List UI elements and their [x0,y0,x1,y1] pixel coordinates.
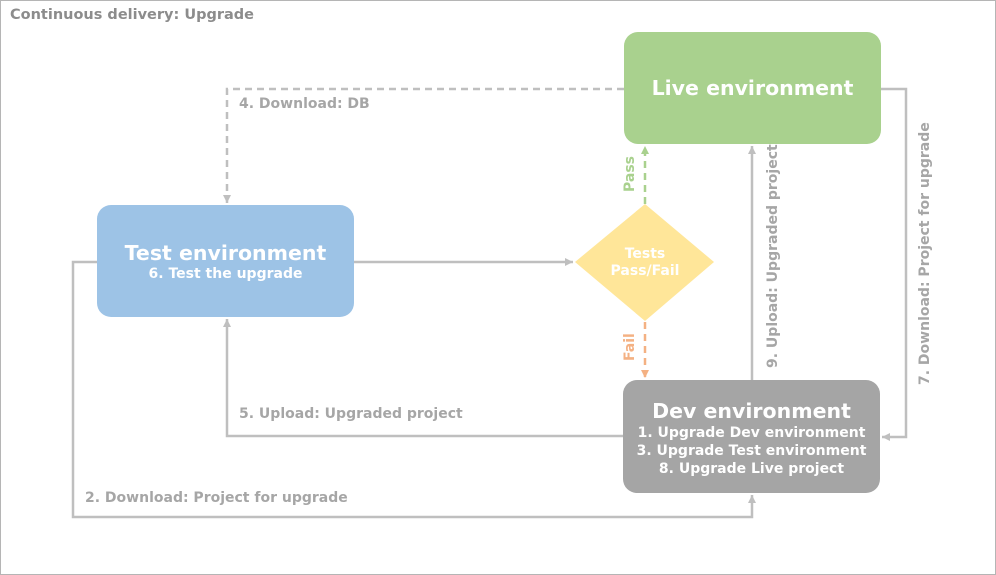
edge-label-pass: Pass [622,156,638,192]
dev-environment-title: Dev environment [652,399,851,423]
dev-environment-step: 1. Upgrade Dev environment [637,425,866,441]
live-environment-title: Live environment [651,76,854,100]
connector-upload-to-test [223,319,623,438]
live-environment-node: Live environment [624,32,881,144]
connector-download-db [223,87,624,203]
test-environment-step: 6. Test the upgrade [148,266,303,282]
edge-label-download-project: 2. Download: Project for upgrade [85,490,348,506]
decision-label-line: Pass/Fail [610,263,680,279]
dev-environment-step: 8. Upgrade Live project [658,461,845,477]
edge-label-upload-to-test: 5. Upload: Upgraded project [239,406,463,422]
test-environment-title: Test environment [124,241,327,265]
decision-label-line: Tests [624,246,666,262]
connector-download-live-project [881,87,908,441]
edge-label-upload-to-live: 9. Upload: Upgraded project [765,144,781,368]
edge-label-download-db: 4. Download: DB [239,96,370,112]
decision-diamond [575,204,714,321]
dev-environment-step: 3. Upgrade Test environment [636,443,867,459]
tests-decision-node: Tests Pass/Fail [575,204,715,322]
dev-environment-node: Dev environment 1. Upgrade Dev environme… [623,380,880,493]
diagram-title: Continuous delivery: Upgrade [10,7,255,23]
edge-label-fail: Fail [622,333,638,361]
test-environment-node: Test environment 6. Test the upgrade [97,205,354,317]
edge-label-download-live-project: 7. Download: Project for upgrade [917,122,933,385]
connector-download-project [71,260,756,519]
